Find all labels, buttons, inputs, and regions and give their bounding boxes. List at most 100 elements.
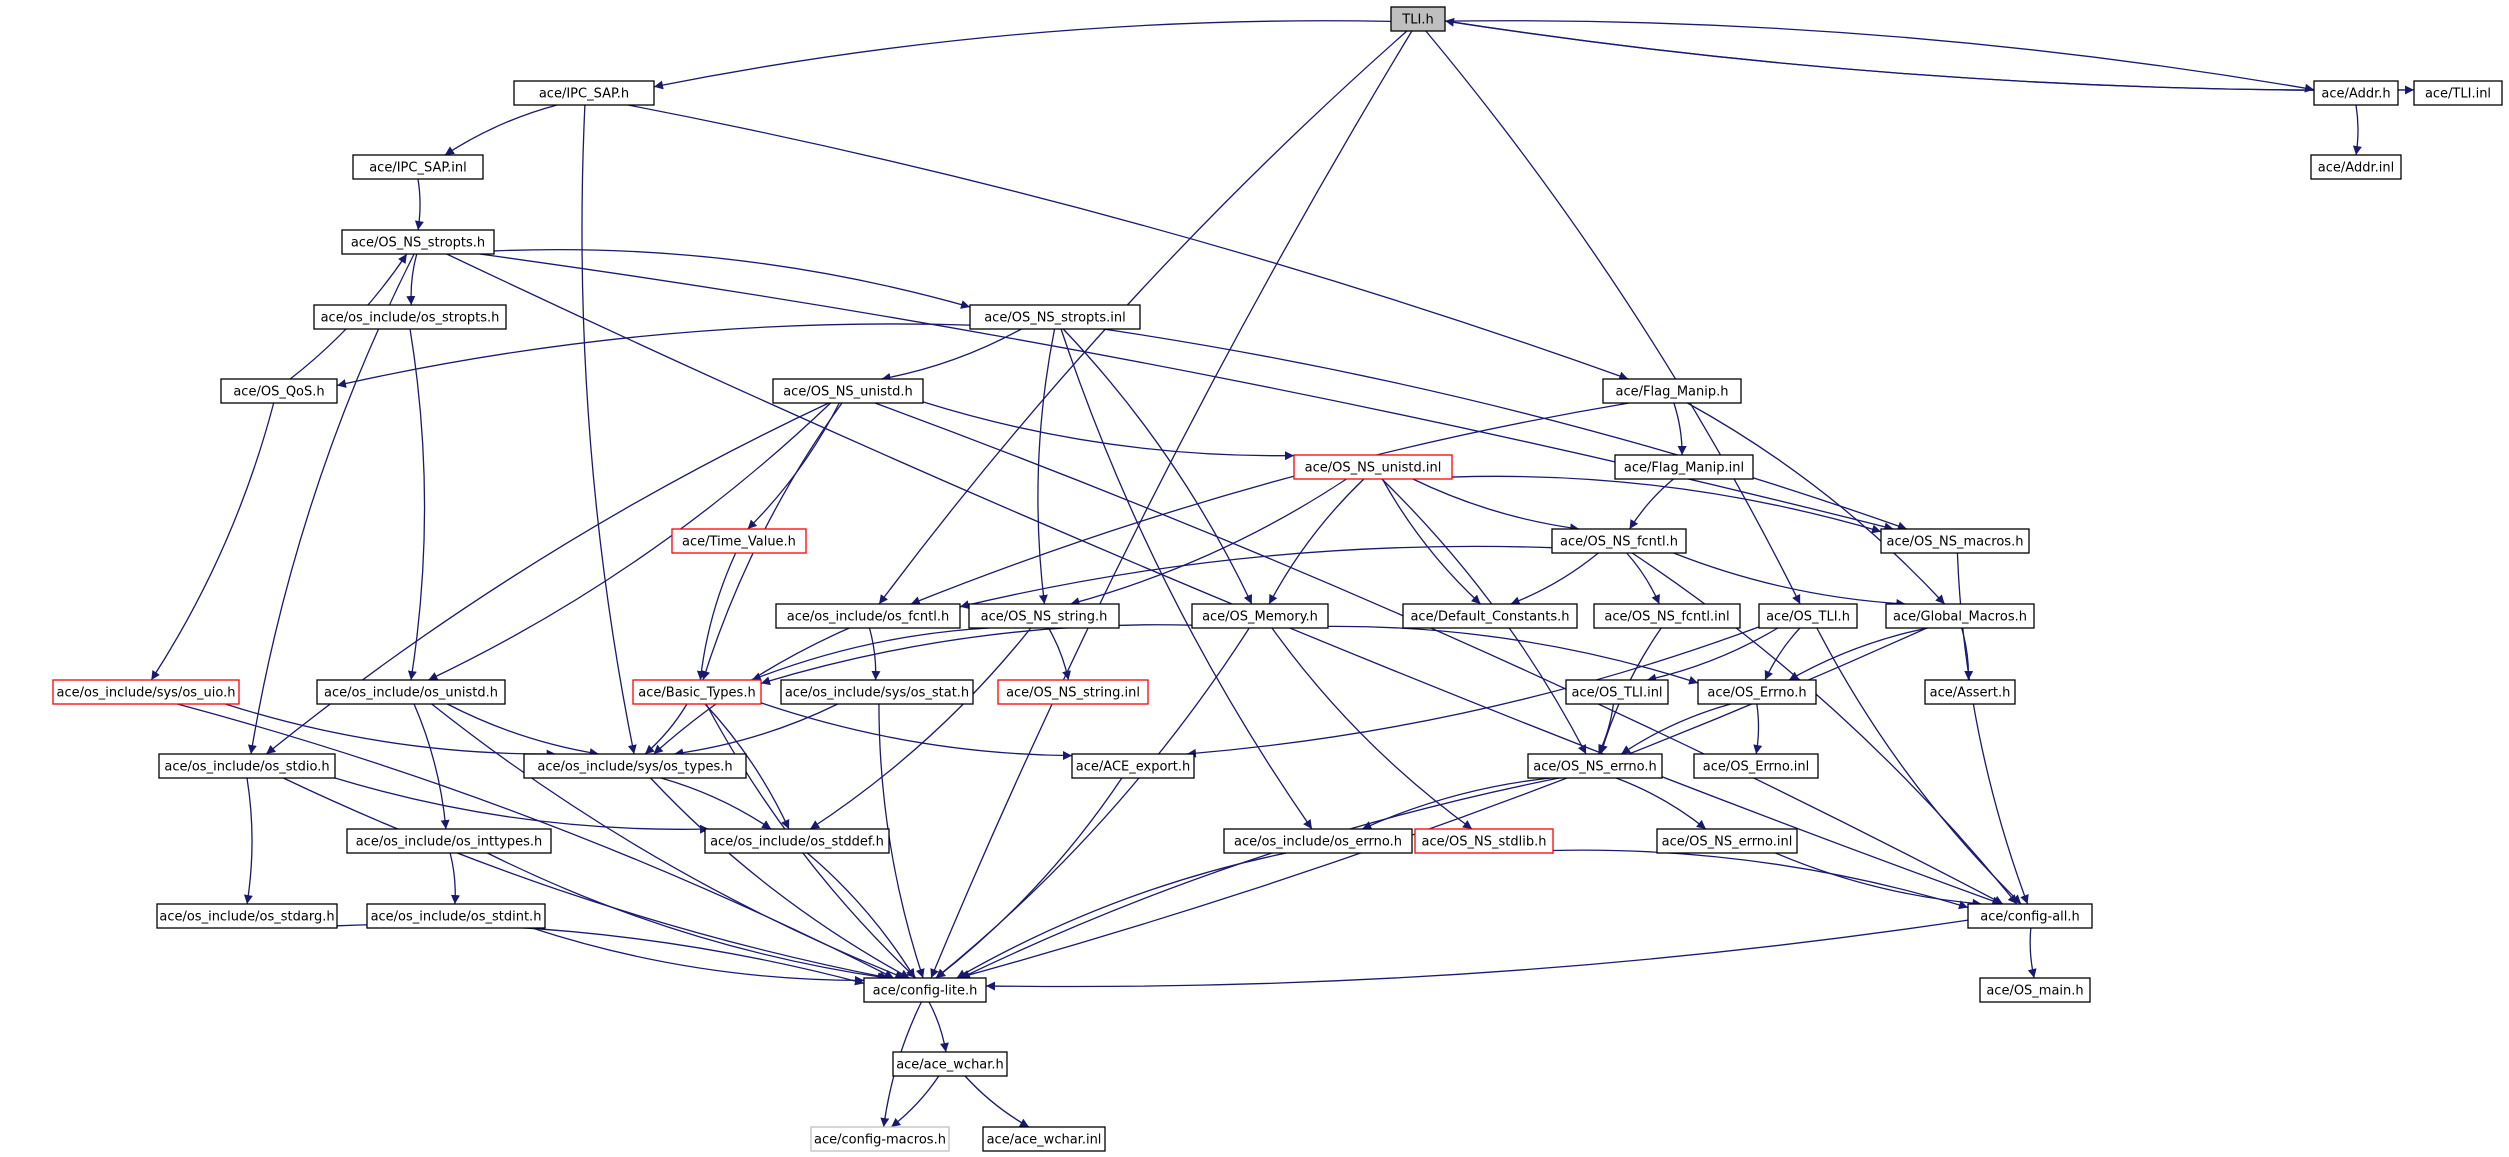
node-box <box>1967 903 2093 929</box>
node-addr_inl[interactable]: ace/Addr.inl <box>2310 154 2402 180</box>
node-ace_export_h[interactable]: ace/ACE_export.h <box>1071 753 1195 779</box>
edge-os_ns_stropts_h-to-config_all_h <box>446 253 2002 906</box>
node-box <box>156 903 338 929</box>
node-label: ace/Flag_Manip.inl <box>1624 461 1744 476</box>
node-os_include_os_stdio_h[interactable]: ace/os_include/os_stdio.h <box>158 753 336 779</box>
node-ipc_sap_inl[interactable]: ace/IPC_SAP.inl <box>352 154 484 180</box>
node-box <box>346 828 552 854</box>
node-os_ns_unistd_inl[interactable]: ace/OS_NS_unistd.inl <box>1293 454 1453 480</box>
node-os_ns_macros_h[interactable]: ace/OS_NS_macros.h <box>1880 528 2030 554</box>
edge-os_ns_unistd_inl-to-os_ns_macros_h <box>1451 475 1882 534</box>
node-label: ace/Addr.h <box>2321 87 2390 102</box>
node-basic_types_h[interactable]: ace/Basic_Types.h <box>632 679 762 705</box>
node-os_ns_stropts_h[interactable]: ace/OS_NS_stropts.h <box>341 229 495 255</box>
node-os_ns_fcntl_inl[interactable]: ace/OS_NS_fcntl.inl <box>1593 603 1741 629</box>
node-label: ace/Flag_Manip.h <box>1616 385 1729 400</box>
edge-ace_wchar_h-to-config_macros_h <box>890 1075 940 1128</box>
edge-os_ns_fcntl_h-to-global_macros_h <box>1673 552 1906 608</box>
node-box <box>1293 454 1453 480</box>
edge-os_tli_h-to-config_all_h <box>1816 627 2022 905</box>
edge-ipc_sap_h-to-os_include_sys_os_types_h <box>581 104 637 755</box>
node-os_ns_errno_inl[interactable]: ace/OS_NS_errno.inl <box>1656 828 1798 854</box>
node-os_ns_fcntl_h[interactable]: ace/OS_NS_fcntl.h <box>1551 528 1687 554</box>
node-time_value_h[interactable]: ace/Time_Value.h <box>671 528 807 554</box>
node-label: ace/OS_NS_string.h <box>981 610 1108 625</box>
node-box <box>968 603 1120 629</box>
node-os_include_os_inttypes_h[interactable]: ace/os_include/os_inttypes.h <box>346 828 552 854</box>
node-os_include_os_fcntl_h[interactable]: ace/os_include/os_fcntl.h <box>775 603 961 629</box>
node-label: ace/ace_wchar.inl <box>987 1133 1102 1148</box>
node-tli_inl[interactable]: ace/TLI.inl <box>2413 80 2503 106</box>
node-os_ns_unistd_h[interactable]: ace/OS_NS_unistd.h <box>772 378 924 404</box>
node-os_tli_inl[interactable]: ace/OS_TLI.inl <box>1565 679 1669 705</box>
node-os_include_sys_os_uio_h[interactable]: ace/os_include/sys/os_uio.h <box>52 679 240 705</box>
node-tli_h: TLI.h <box>1390 6 1446 32</box>
node-label: ace/IPC_SAP.inl <box>369 161 467 176</box>
node-label: ace/OS_QoS.h <box>233 385 324 400</box>
node-flag_manip_inl[interactable]: ace/Flag_Manip.inl <box>1614 454 1754 480</box>
node-os_errno_h[interactable]: ace/OS_Errno.h <box>1697 679 1817 705</box>
edge-os_include_os_unistd_h-to-os_include_os_inttypes_h <box>413 703 450 830</box>
node-label: ace/os_include/os_fcntl.h <box>787 610 949 625</box>
node-os_include_sys_os_types_h[interactable]: ace/os_include/sys/os_types.h <box>523 753 747 779</box>
node-config_all_h[interactable]: ace/config-all.h <box>1967 903 2093 929</box>
node-box <box>997 679 1149 705</box>
node-os_ns_errno_h[interactable]: ace/OS_NS_errno.h <box>1527 753 1663 779</box>
node-box <box>1191 603 1329 629</box>
node-box <box>632 679 762 705</box>
edge-os_ns_unistd_inl-to-default_constants_h <box>1381 478 1482 605</box>
edge-basic_types_h-to-os_include_sys_os_types_h <box>644 703 688 755</box>
node-config_lite_h[interactable]: ace/config-lite.h <box>863 977 987 1003</box>
node-flag_manip_h[interactable]: ace/Flag_Manip.h <box>1602 378 1742 404</box>
node-label: ace/OS_Errno.inl <box>1703 760 1809 775</box>
node-os_ns_string_inl[interactable]: ace/OS_NS_string.inl <box>997 679 1149 705</box>
node-os_memory_h[interactable]: ace/OS_Memory.h <box>1191 603 1329 629</box>
node-label: ace/TLI.inl <box>2425 87 2491 102</box>
edge-config_lite_h-to-ace_wchar_h <box>928 1001 949 1053</box>
node-box <box>1614 454 1754 480</box>
edge-os_ns_stropts_inl-to-os_include_os_errno_h <box>1060 328 1313 830</box>
edge-os_include_sys_os_stat_h-to-config_lite_h <box>878 703 925 979</box>
node-ipc_sap_h[interactable]: ace/IPC_SAP.h <box>513 80 655 106</box>
node-label: ace/Global_Macros.h <box>1893 610 2027 625</box>
node-box <box>352 154 484 180</box>
edges <box>150 17 2415 1128</box>
node-os_ns_string_h[interactable]: ace/OS_NS_string.h <box>968 603 1120 629</box>
node-ace_wchar_inl[interactable]: ace/ace_wchar.inl <box>982 1126 1106 1152</box>
node-label: ace/os_include/os_stropts.h <box>321 311 500 326</box>
node-box <box>1885 603 2035 629</box>
node-ace_wchar_h[interactable]: ace/ace_wchar.h <box>892 1051 1008 1077</box>
edge-os_tli_inl-to-os_ns_errno_h <box>1597 703 1615 755</box>
node-config_macros_h[interactable]: ace/config-macros.h <box>810 1126 950 1152</box>
edge-os_ns_stdlib_h-to-config_all_h <box>1552 849 1969 910</box>
node-default_constants_h[interactable]: ace/Default_Constants.h <box>1402 603 1578 629</box>
node-os_tli_h[interactable]: ace/OS_TLI.h <box>1758 603 1858 629</box>
edge-os_ns_stropts_inl-to-os_ns_macros_h <box>1103 328 1908 531</box>
node-label: ace/Basic_Types.h <box>638 686 755 701</box>
node-os_ns_stropts_inl[interactable]: ace/OS_NS_stropts.inl <box>969 304 1141 330</box>
edge-tli_h-to-ipc_sap_h <box>653 20 1392 90</box>
node-os_ns_stdlib_h[interactable]: ace/OS_NS_stdlib.h <box>1414 828 1554 854</box>
edge-tli_h-to-os_include_os_fcntl_h <box>878 30 1408 605</box>
node-os_include_os_errno_h[interactable]: ace/os_include/os_errno.h <box>1223 828 1413 854</box>
node-global_macros_h[interactable]: ace/Global_Macros.h <box>1885 603 2035 629</box>
node-os_qos_h[interactable]: ace/OS_QoS.h <box>220 378 338 404</box>
edge-os_ns_errno_h-to-os_ns_errno_inl <box>1615 777 1707 830</box>
edge-os_ns_stropts_h-to-os_ns_stropts_inl <box>493 248 971 309</box>
node-addr_h[interactable]: ace/Addr.h <box>2313 80 2399 106</box>
node-os_include_sys_os_stat_h[interactable]: ace/os_include/sys/os_stat.h <box>780 679 974 705</box>
edge-os_include_os_unistd_h-to-os_include_sys_os_types_h <box>447 703 599 758</box>
node-assert_h[interactable]: ace/Assert.h <box>1924 679 2016 705</box>
node-box <box>2413 80 2503 106</box>
node-os_errno_inl[interactable]: ace/OS_Errno.inl <box>1693 753 1819 779</box>
node-label: ace/config-all.h <box>1980 910 2080 925</box>
node-os_include_os_unistd_h[interactable]: ace/os_include/os_unistd.h <box>316 679 506 705</box>
node-label: ace/OS_NS_stdlib.h <box>1422 835 1547 850</box>
node-os_main_h[interactable]: ace/OS_main.h <box>1979 977 2091 1003</box>
node-os_include_os_stdint_h[interactable]: ace/os_include/os_stdint.h <box>366 903 546 929</box>
node-os_include_os_stdarg_h[interactable]: ace/os_include/os_stdarg.h <box>156 903 338 929</box>
edge-flag_manip_inl-to-os_ns_fcntl_h <box>1628 478 1674 530</box>
edge-os_ns_stropts_inl-to-os_ns_unistd_h <box>881 328 1022 382</box>
node-os_include_os_stropts_h[interactable]: ace/os_include/os_stropts.h <box>313 304 507 330</box>
node-os_include_os_stddef_h[interactable]: ace/os_include/os_stddef.h <box>704 828 890 854</box>
